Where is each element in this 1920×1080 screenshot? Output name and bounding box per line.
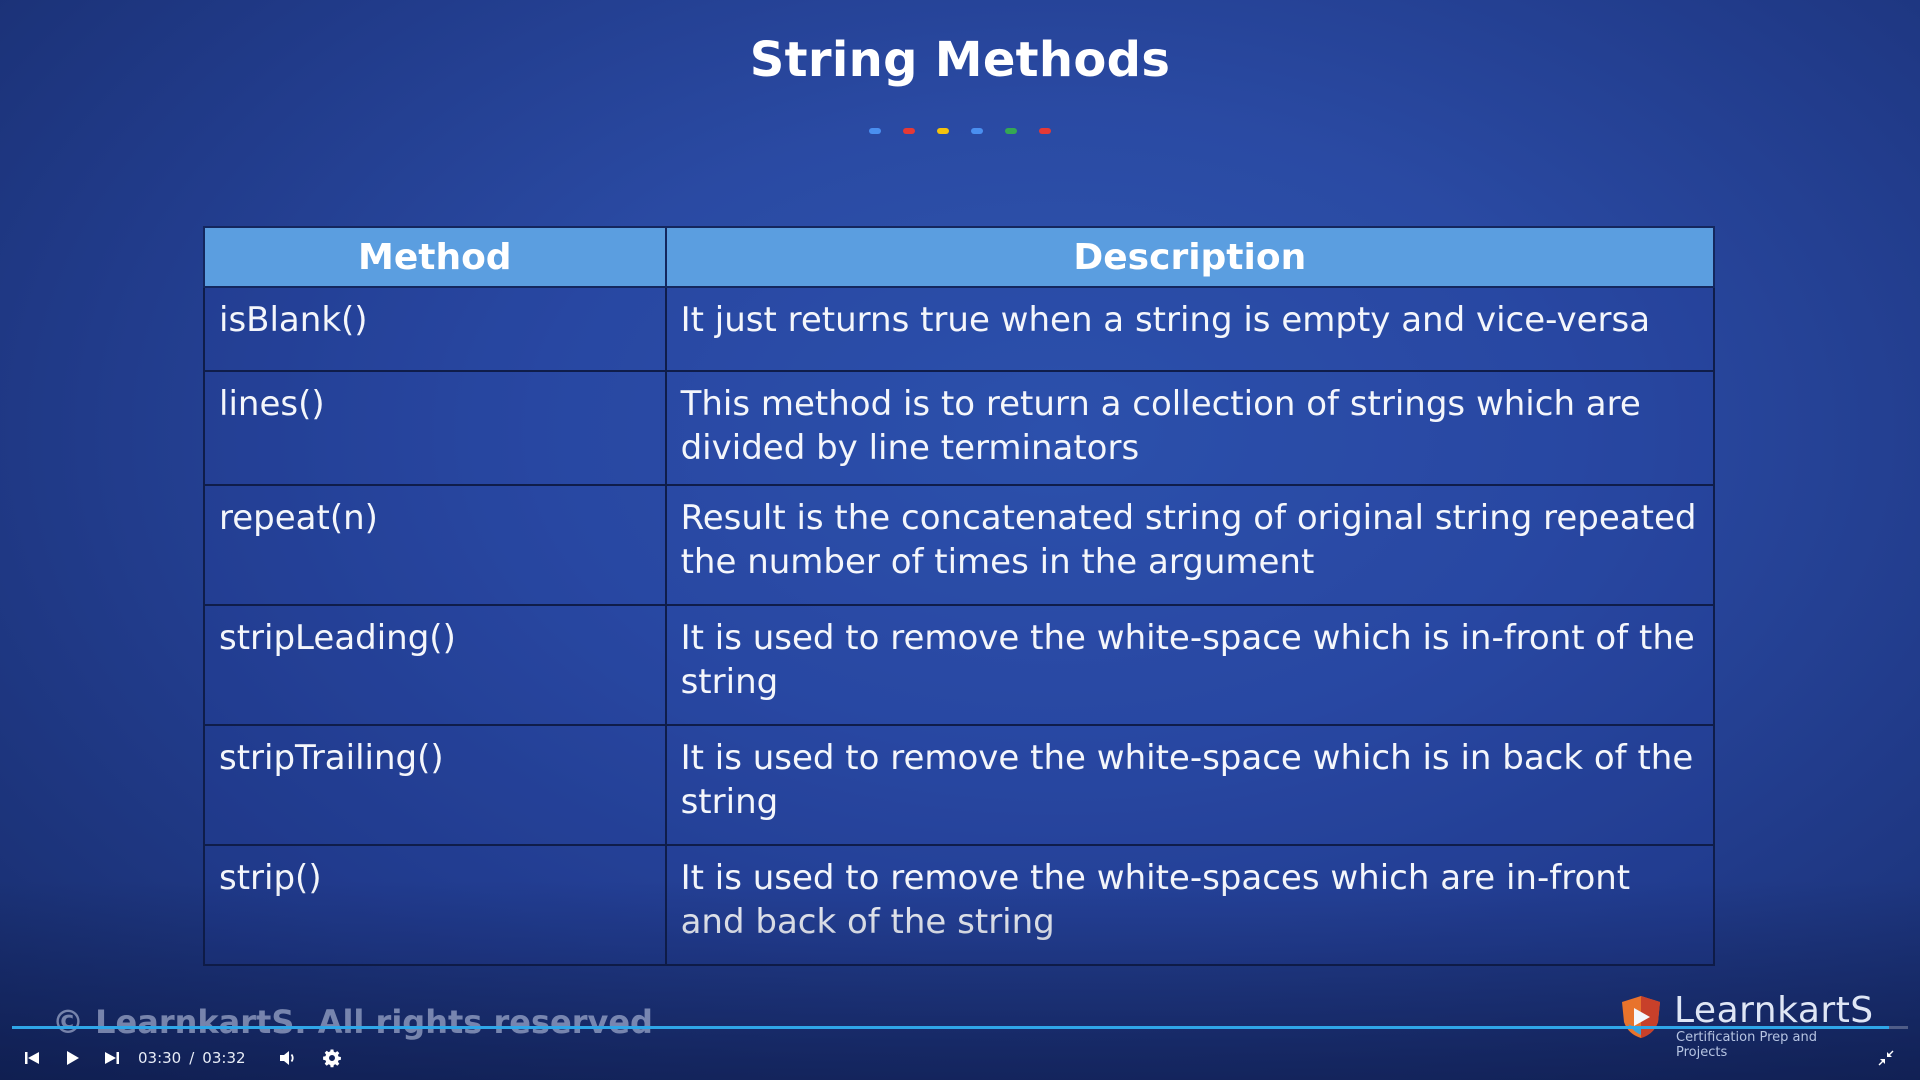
copyright-watermark: © LearnkartS. All rights reserved (52, 1003, 653, 1041)
description-cell: It is used to remove the white-space whi… (664, 724, 1716, 846)
method-cell: strip() (203, 844, 667, 966)
brand-tagline: Certification Prep and Projects (1676, 1030, 1817, 1060)
volume-icon (279, 1051, 294, 1065)
progress-bar[interactable] (12, 1026, 1908, 1029)
skip-back-icon (25, 1052, 39, 1064)
methods-table: Method Description isBlank() It just ret… (203, 226, 1716, 966)
progress-fill (12, 1026, 1890, 1029)
description-cell: It is used to remove the white-spaces wh… (664, 844, 1716, 966)
dot (1039, 128, 1051, 134)
current-time: 03:30 (138, 1049, 182, 1067)
settings-button[interactable] (312, 1038, 352, 1078)
method-cell: stripTrailing() (203, 724, 667, 846)
method-cell: stripLeading() (203, 604, 667, 726)
exit-fullscreen-icon (1878, 1050, 1894, 1066)
dot (1005, 128, 1017, 134)
time-separator: / (189, 1049, 195, 1067)
description-cell: This method is to return a collection of… (664, 370, 1716, 486)
dot (937, 128, 949, 134)
skip-back-button[interactable] (12, 1038, 52, 1078)
table-row: stripLeading() It is used to remove the … (203, 604, 1716, 726)
player-controls: 03:30 / 03:32 (0, 1038, 1920, 1078)
method-cell: repeat(n) (203, 484, 667, 606)
skip-forward-icon (105, 1052, 119, 1064)
settings-gear-icon (322, 1049, 341, 1068)
exit-fullscreen-button[interactable] (1866, 1038, 1906, 1078)
duration: 03:32 (202, 1049, 246, 1067)
brand-shield-icon (1622, 996, 1660, 1038)
table-row: strip() It is used to remove the white-s… (203, 844, 1716, 966)
brand-logo: LearnkartS Certification Prep and Projec… (1618, 990, 1873, 1060)
header-description: Description (664, 226, 1716, 288)
play-button[interactable] (52, 1038, 92, 1078)
table-row: isBlank() It just returns true when a st… (203, 286, 1716, 372)
method-cell: lines() (203, 370, 667, 486)
table-row: repeat(n) Result is the concatenated str… (203, 484, 1716, 606)
table-row: lines() This method is to return a colle… (203, 370, 1716, 486)
table-header-row: Method Description (203, 226, 1716, 288)
description-cell: Result is the concatenated string of ori… (664, 484, 1716, 606)
dot (869, 128, 881, 134)
play-icon (67, 1051, 79, 1065)
time-display: 03:30 / 03:32 (138, 1049, 246, 1067)
method-cell: isBlank() (203, 286, 667, 372)
skip-forward-button[interactable] (92, 1038, 132, 1078)
volume-button[interactable] (268, 1038, 308, 1078)
dot (903, 128, 915, 134)
color-dots (0, 128, 1920, 134)
table-row: stripTrailing() It is used to remove the… (203, 724, 1716, 846)
brand-name: LearnkartS (1674, 990, 1874, 1031)
slide-title: String Methods (749, 32, 1171, 88)
header-method: Method (203, 226, 667, 288)
description-cell: It just returns true when a string is em… (664, 286, 1716, 372)
description-cell: It is used to remove the white-space whi… (664, 604, 1716, 726)
dot (971, 128, 983, 134)
